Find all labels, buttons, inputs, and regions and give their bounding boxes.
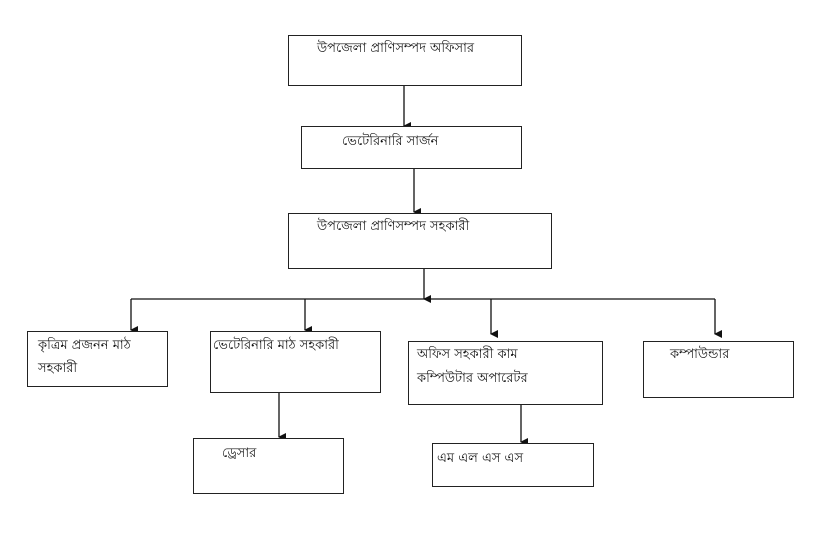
node-label-line1: কৃত্রিম প্রজনন মাঠ <box>38 338 131 353</box>
node-veterinary-surgeon: ভেটেরিনারি সার্জন <box>301 126 522 169</box>
node-label: ড্রেসার <box>222 446 257 461</box>
node-upazila-livestock-officer: উপজেলা প্রাণিসম্পদ অফিসার <box>288 35 522 86</box>
node-ai-field-assistant: কৃত্রিম প্রজনন মাঠ সহকারী <box>27 331 168 387</box>
node-mlss: এম এল এস এস <box>432 443 594 487</box>
node-upazila-livestock-assistant: উপজেলা প্রাণিসম্পদ সহকারী <box>288 213 552 269</box>
node-compounder: কম্পাউন্ডার <box>643 341 794 398</box>
node-label: ভেটেরিনারি মাঠ সহকারী <box>213 338 339 353</box>
node-label: এম এল এস এস <box>437 451 524 466</box>
node-label: কম্পাউন্ডার <box>670 347 730 362</box>
node-veterinary-field-assistant: ভেটেরিনারি মাঠ সহকারী <box>210 331 381 393</box>
node-label-line2: সহকারী <box>38 361 78 376</box>
node-label-line1: অফিস সহকারী কাম <box>417 347 518 362</box>
node-label: উপজেলা প্রাণিসম্পদ সহকারী <box>317 219 470 234</box>
node-label-line2: কম্পিউটার অপারেটর <box>417 371 528 386</box>
node-dresser: ড্রেসার <box>193 438 344 494</box>
node-label: উপজেলা প্রাণিসম্পদ অফিসার <box>317 41 475 56</box>
node-office-assistant-computer-operator: অফিস সহকারী কাম কম্পিউটার অপারেটর <box>408 341 603 405</box>
node-label: ভেটেরিনারি সার্জন <box>342 134 439 149</box>
